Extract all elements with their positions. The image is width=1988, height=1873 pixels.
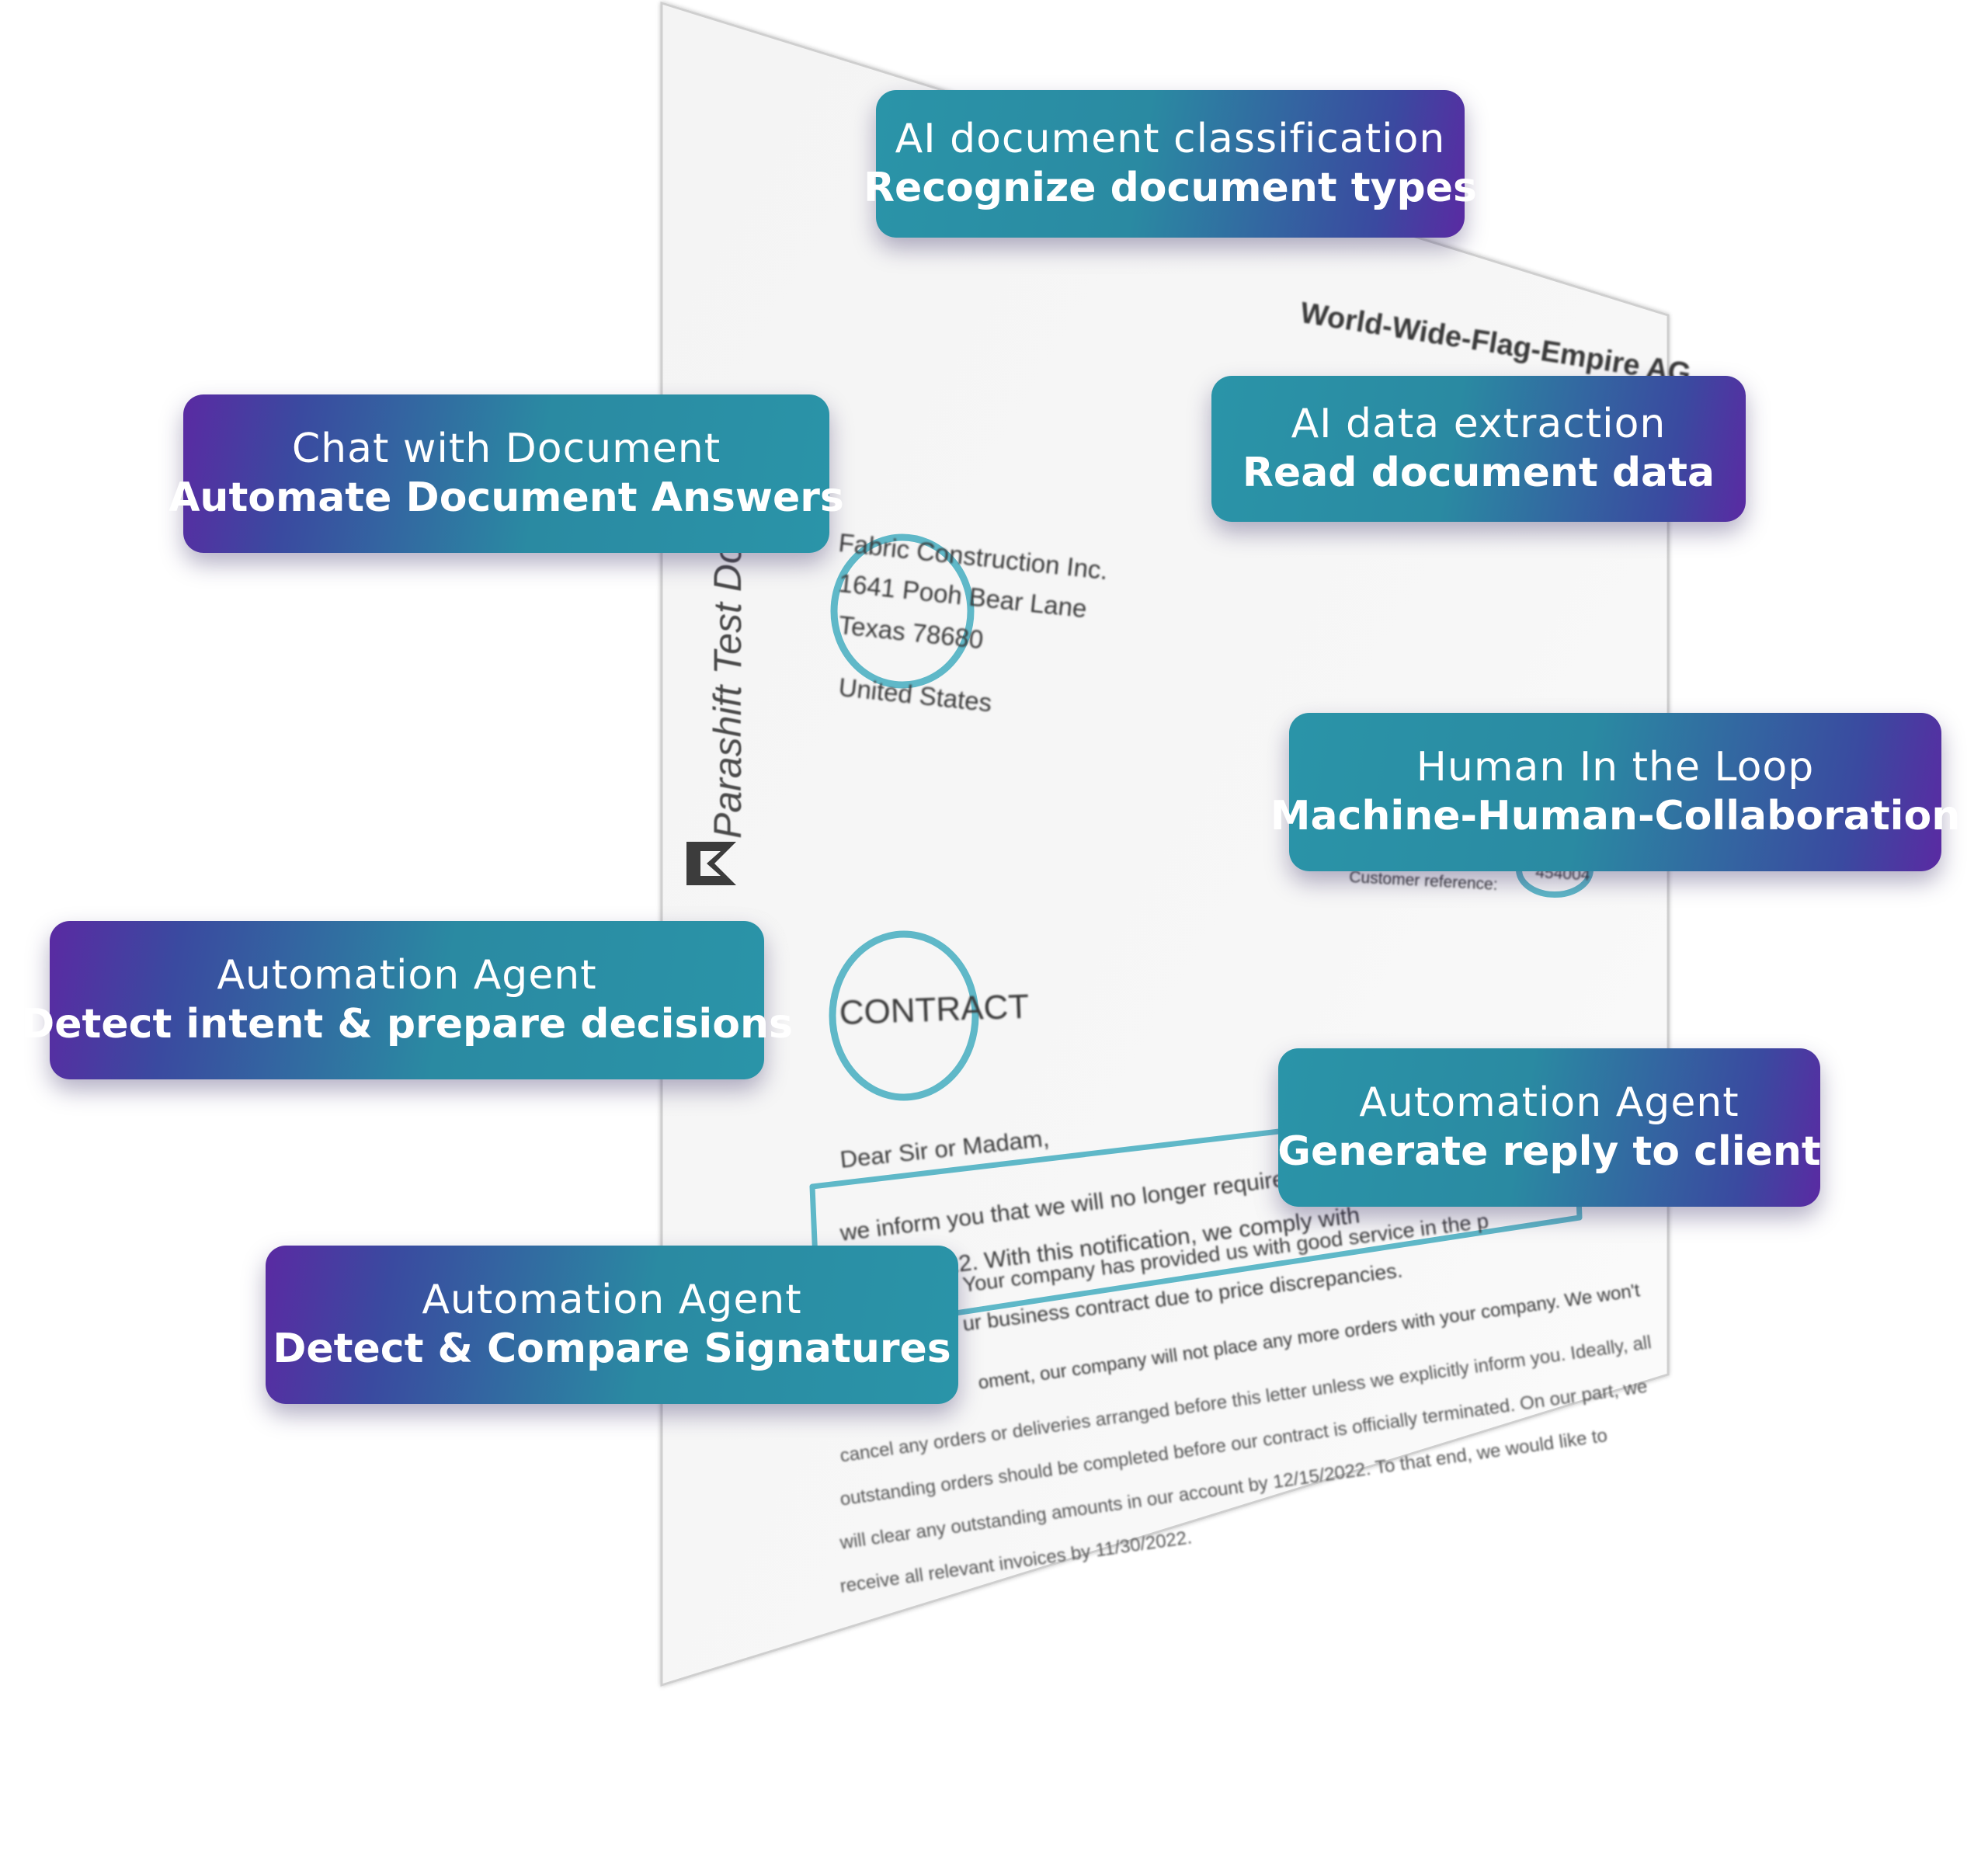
card-title: AI document classification (895, 115, 1446, 162)
card-title: Automation Agent (1359, 1079, 1740, 1126)
card-subtitle: Detect intent & prepare decisions (21, 1001, 793, 1048)
contract-heading: CONTRACT (839, 987, 1030, 1032)
card-generate-reply: Automation Agent Generate reply to clien… (1277, 1048, 1821, 1207)
card-subtitle: Machine-Human-Collaboration (1270, 793, 1961, 839)
card-subtitle: Read document data (1242, 450, 1715, 496)
card-detect-intent: Automation Agent Detect intent & prepare… (21, 921, 793, 1079)
card-title: AI data extraction (1291, 400, 1667, 447)
card-title: Human In the Loop (1416, 743, 1815, 791)
card-ai-document-classification: AI document classification Recognize doc… (864, 90, 1477, 238)
card-human-in-the-loop: Human In the Loop Machine-Human-Collabor… (1270, 713, 1960, 871)
address-circle (830, 533, 975, 689)
card-title: Automation Agent (422, 1276, 802, 1323)
card-compare-signatures: Automation Agent Detect & Compare Signat… (266, 1246, 958, 1404)
card-title: Automation Agent (217, 951, 597, 999)
card-ai-data-extraction: AI data extraction Read document data (1211, 376, 1746, 522)
card-subtitle: Recognize document types (864, 165, 1477, 211)
card-subtitle: Detect & Compare Signatures (273, 1326, 951, 1372)
contract-circle (829, 930, 979, 1101)
parashift-logo-icon (686, 842, 736, 885)
card-subtitle: Automate Document Answers (169, 474, 844, 521)
card-title: Chat with Document (291, 425, 721, 472)
card-subtitle: Generate reply to client (1277, 1128, 1821, 1175)
card-chat-with-document: Chat with Document Automate Document Ans… (169, 394, 844, 553)
